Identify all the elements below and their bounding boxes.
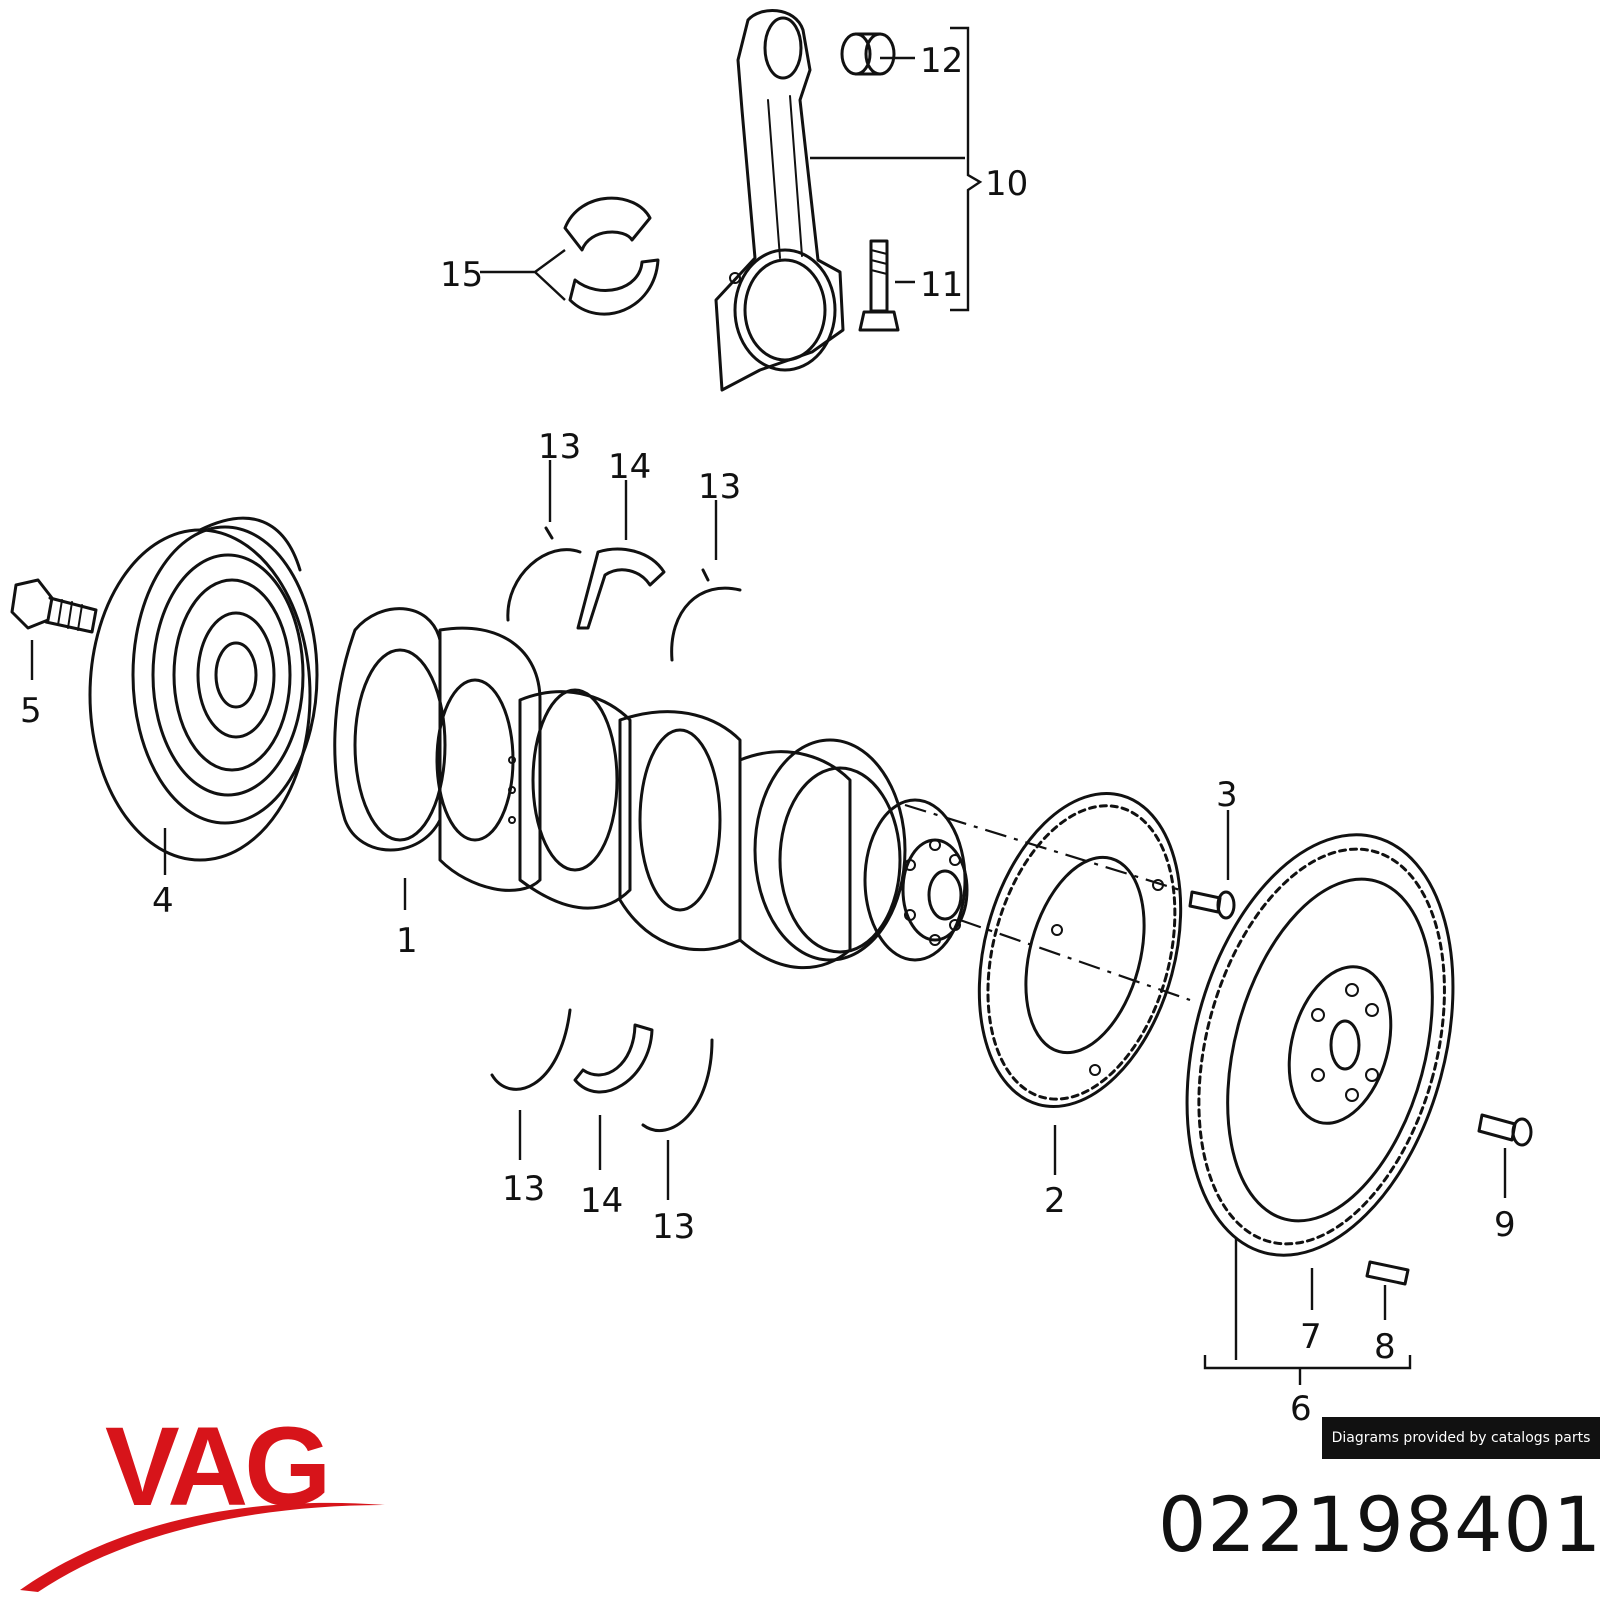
bracket-10 [950,26,983,312]
small-end-bush [840,32,896,76]
dowel-pin [1365,1260,1410,1286]
vag-logo-text: VAG [105,1404,327,1529]
flywheel-bolt [1477,1113,1533,1147]
callout-7: 7 [1300,1317,1322,1357]
callout-13-upper-right: 13 [698,467,741,507]
callout-8: 8 [1374,1327,1396,1367]
part-number: 022198401 [1158,1480,1600,1569]
drive-plate-bolt [1188,890,1236,920]
callout-13-upper-left: 13 [538,427,581,467]
crankshaft-pulley [88,516,319,862]
pulley-bolt [10,578,98,634]
leader-lines [30,56,1507,1385]
callout-14-lower: 14 [580,1181,623,1221]
callout-11: 11 [920,265,963,305]
big-end-bearing-shells [563,196,660,316]
flywheel [1185,833,1455,1257]
callout-10: 10 [985,164,1028,204]
callout-9: 9 [1494,1205,1516,1245]
diagram-credit: Diagrams provided by catalogs parts [1322,1417,1600,1459]
callout-13-lower-left: 13 [502,1169,545,1209]
lower-main-bearing-set [490,1008,714,1132]
callout-1: 1 [396,921,418,961]
crankshaft [333,607,969,970]
rod-bolt [858,239,900,332]
callout-12: 12 [920,41,963,81]
callout-3: 3 [1216,775,1238,815]
callout-6: 6 [1290,1389,1312,1429]
callout-labels: 12 10 11 15 13 14 13 5 4 1 13 14 13 3 2 … [20,41,1516,1429]
callout-2: 2 [1044,1181,1066,1221]
upper-main-bearing-set [506,526,742,662]
callout-4: 4 [152,881,174,921]
callout-13-lower-right: 13 [652,1207,695,1247]
drive-plate [977,792,1183,1108]
assembly-axis [904,803,1181,892]
connecting-rod [714,9,845,392]
callout-15: 15 [440,255,483,295]
callout-5: 5 [20,691,42,731]
vag-logo: VAG [20,1404,385,1592]
callout-14-upper: 14 [608,447,651,487]
